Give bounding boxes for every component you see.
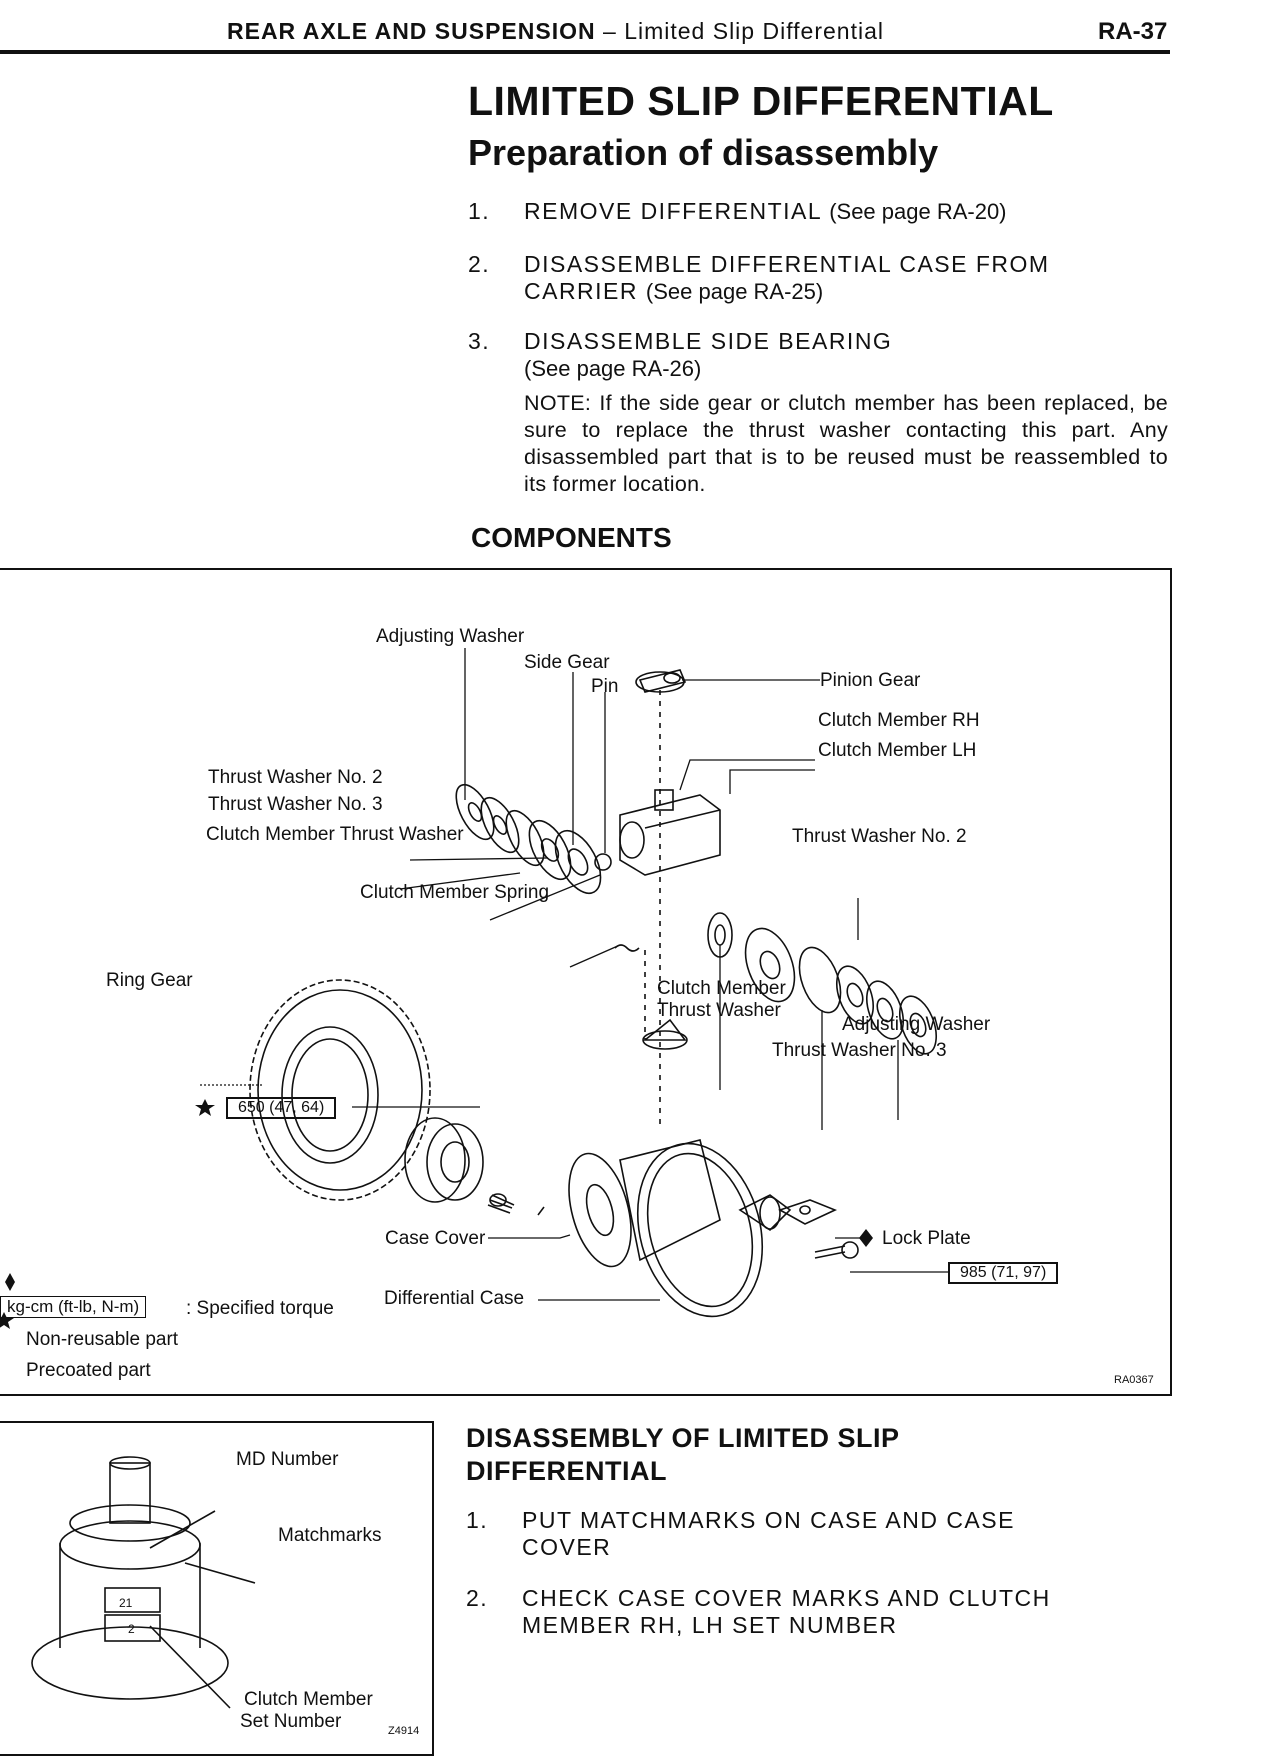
set-number-figure: 21 2 MD Number Matchmarks Clutch Member … <box>0 1421 434 1756</box>
disassembly-heading-line2: DIFFERENTIAL <box>466 1456 667 1486</box>
disassembly-step-2: 2. CHECK CASE COVER MARKS AND CLUTCH MEM… <box>466 1585 1166 1641</box>
label-lock-plate: Lock Plate <box>882 1228 971 1249</box>
page-reference: (See page RA-26) <box>524 356 702 381</box>
step-text: CHECK CASE COVER MARKS AND CLUTCH <box>522 1585 1051 1611</box>
components-heading: COMPONENTS <box>471 522 672 553</box>
step-number: 2. <box>468 251 491 277</box>
label-pinion-gear: Pinion Gear <box>820 670 921 691</box>
lower-pinion-drawing <box>642 1018 688 1050</box>
header-section: REAR AXLE AND SUSPENSION <box>227 18 596 44</box>
legend-torque-text: : Specified torque <box>186 1298 334 1319</box>
header-rule <box>0 50 1170 54</box>
legend-torque-box: kg-cm (ft-lb, N-m) <box>0 1296 147 1318</box>
legend-precoated: Precoated part <box>26 1360 151 1381</box>
label-thrust-washer-lower: Thrust Washer <box>657 1000 781 1021</box>
step-number: 1. <box>468 198 491 224</box>
label-differential-case: Differential Case <box>384 1288 525 1309</box>
left-washer-stack <box>455 783 612 894</box>
pinion-gear-drawing <box>635 669 687 693</box>
pinion-shaft-block <box>619 789 721 876</box>
disassembly-heading: DISASSEMBLY OF LIMITED SLIP DIFFERENTIAL <box>466 1422 900 1488</box>
running-header: REAR AXLE AND SUSPENSION – Limited Slip … <box>227 18 884 45</box>
small-figure-code: Z4914 <box>388 1725 420 1737</box>
step-text-line2: MEMBER RH, LH SET NUMBER <box>522 1612 898 1638</box>
step-text-line2: COVER <box>522 1534 612 1560</box>
step-text: PUT MATCHMARKS ON CASE AND CASE <box>522 1507 1015 1533</box>
label-pin: Pin <box>591 676 619 697</box>
torque-box-left: 650 (47, 64) <box>226 1097 337 1119</box>
components-figure: 650 (47, 64) 985 (71, 97) Adjusting Wash… <box>0 568 1172 1396</box>
step-number: 2. <box>466 1585 489 1611</box>
header-subsection: – Limited Slip Differential <box>603 18 884 44</box>
step-text-line2: CARRIER <box>524 278 639 304</box>
page-reference: (See page RA-25) <box>645 279 824 304</box>
label-set-number-1: Clutch Member <box>244 1689 373 1710</box>
differential-case-drawing <box>568 1139 792 1318</box>
note-paragraph: NOTE: If the side gear or clutch member … <box>524 391 1168 496</box>
label-case-cover: Case Cover <box>385 1228 486 1249</box>
prep-step-2: 2. DISASSEMBLE DIFFERENTIAL CASE FROM CA… <box>468 251 1168 307</box>
label-ring-gear: Ring Gear <box>106 970 193 991</box>
label-thrust-washer-no3-left: Thrust Washer No. 3 <box>208 794 383 815</box>
legend-nonreusable: Non-reusable part <box>26 1329 179 1350</box>
mark-2: 2 <box>128 1622 135 1636</box>
label-clutch-member-lh: Clutch Member LH <box>818 740 977 761</box>
label-side-gear: Side Gear <box>524 652 610 673</box>
label-adjusting-washer-top: Adjusting Washer <box>376 626 525 647</box>
label-matchmarks: Matchmarks <box>278 1525 382 1546</box>
side-bearing-drawing <box>404 1117 484 1203</box>
step-text: DISASSEMBLE DIFFERENTIAL CASE FROM <box>524 251 1050 277</box>
lock-marker <box>537 1206 545 1216</box>
label-thrust-washer-no2-left: Thrust Washer No. 2 <box>208 767 383 788</box>
mark-21: 21 <box>119 1596 133 1610</box>
page-reference: (See page RA-20) <box>829 199 1007 224</box>
step-text: REMOVE DIFFERENTIAL <box>524 198 822 224</box>
disassembly-step-1: 1. PUT MATCHMARKS ON CASE AND CASE COVER <box>466 1507 1166 1563</box>
label-clutch-member-spring: Clutch Member Spring <box>360 882 550 903</box>
page-number: RA-37 <box>1098 18 1168 45</box>
lock-plate-drawing <box>778 1199 859 1259</box>
step-text: DISASSEMBLE SIDE BEARING <box>524 328 893 354</box>
label-set-number-2: Set Number <box>240 1711 342 1732</box>
label-thrust-washer-no3-right: Thrust Washer No. 3 <box>772 1040 947 1061</box>
torque-box-right: 985 (71, 97) <box>948 1262 1059 1284</box>
step-number: 3. <box>468 328 491 354</box>
page-subtitle: Preparation of disassembly <box>468 132 939 173</box>
disassembly-heading-line1: DISASSEMBLY OF LIMITED SLIP <box>466 1423 900 1453</box>
label-thrust-washer-no2-right: Thrust Washer No. 2 <box>792 826 967 847</box>
label-clutch-member-rh: Clutch Member RH <box>818 710 980 731</box>
page-title: LIMITED SLIP DIFFERENTIAL <box>468 78 1054 124</box>
legend-symbols <box>0 1099 873 1329</box>
case-drawing: 21 2 <box>31 1456 256 1709</box>
step-number: 1. <box>466 1507 489 1533</box>
exploded-view-drawing <box>0 648 948 1329</box>
label-adjusting-washer-bottom: Adjusting Washer <box>842 1014 991 1035</box>
label-clutch-member-lower: Clutch Member <box>657 978 786 999</box>
label-md-number: MD Number <box>236 1449 339 1470</box>
label-clutch-member-thrust-washer-left: Clutch Member Thrust Washer <box>206 824 464 845</box>
figure-code: RA0367 <box>1114 1374 1154 1386</box>
prep-step-1: 1. REMOVE DIFFERENTIAL (See page RA-20) <box>468 198 1168 226</box>
bolt-left-drawing <box>487 1193 515 1214</box>
leader-lines <box>200 648 948 1301</box>
ring-gear-drawing <box>249 979 431 1201</box>
prep-step-3: 3. DISASSEMBLE SIDE BEARING (See page RA… <box>468 328 1168 384</box>
